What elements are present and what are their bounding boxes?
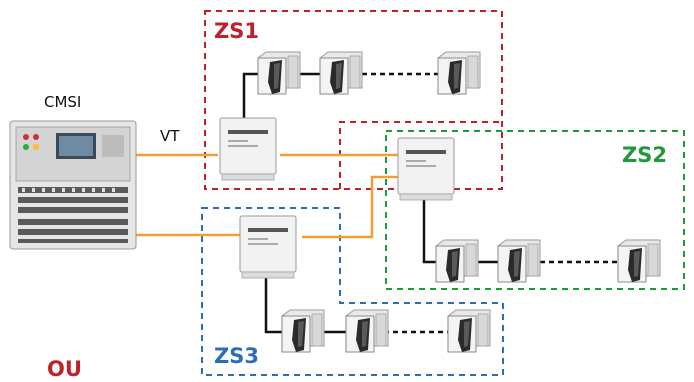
smoke-vent-actuator-icon — [437, 51, 481, 95]
smoke-vent-actuator-icon — [281, 309, 325, 353]
footer-label: OU — [47, 357, 82, 381]
cmsi-label: CMSI — [44, 93, 81, 111]
smoke-vent-actuator-icon — [345, 309, 389, 353]
zone-box-zs3 — [201, 207, 504, 376]
smoke-vent-actuator-icon — [447, 309, 491, 353]
zone-box-zs1 — [204, 10, 503, 190]
fire-alarm-control-panel-icon — [9, 120, 137, 250]
zone-label-zs3: ZS3 — [214, 344, 259, 368]
zone-box-zs2 — [385, 130, 685, 290]
zone-box-zs1-extension — [339, 121, 502, 189]
smoke-vent-actuator-icon — [319, 51, 363, 95]
zone-label-zs2: ZS2 — [622, 143, 667, 167]
orange-cables — [136, 153, 398, 239]
smoke-vent-actuator-icon — [435, 239, 479, 283]
relay-module-icon-zs3 — [239, 215, 297, 279]
relay-module-icon-zs1 — [219, 117, 277, 181]
dotted-continuations — [362, 72, 618, 334]
smoke-vent-actuator-icon — [497, 239, 541, 283]
smoke-vent-actuator-icon — [257, 51, 301, 95]
smoke-vent-actuator-icon — [617, 239, 661, 283]
zone-label-zs1: ZS1 — [214, 19, 259, 43]
relay-module-icon-zs2 — [397, 137, 455, 201]
link-label-vt: VT — [160, 127, 180, 145]
